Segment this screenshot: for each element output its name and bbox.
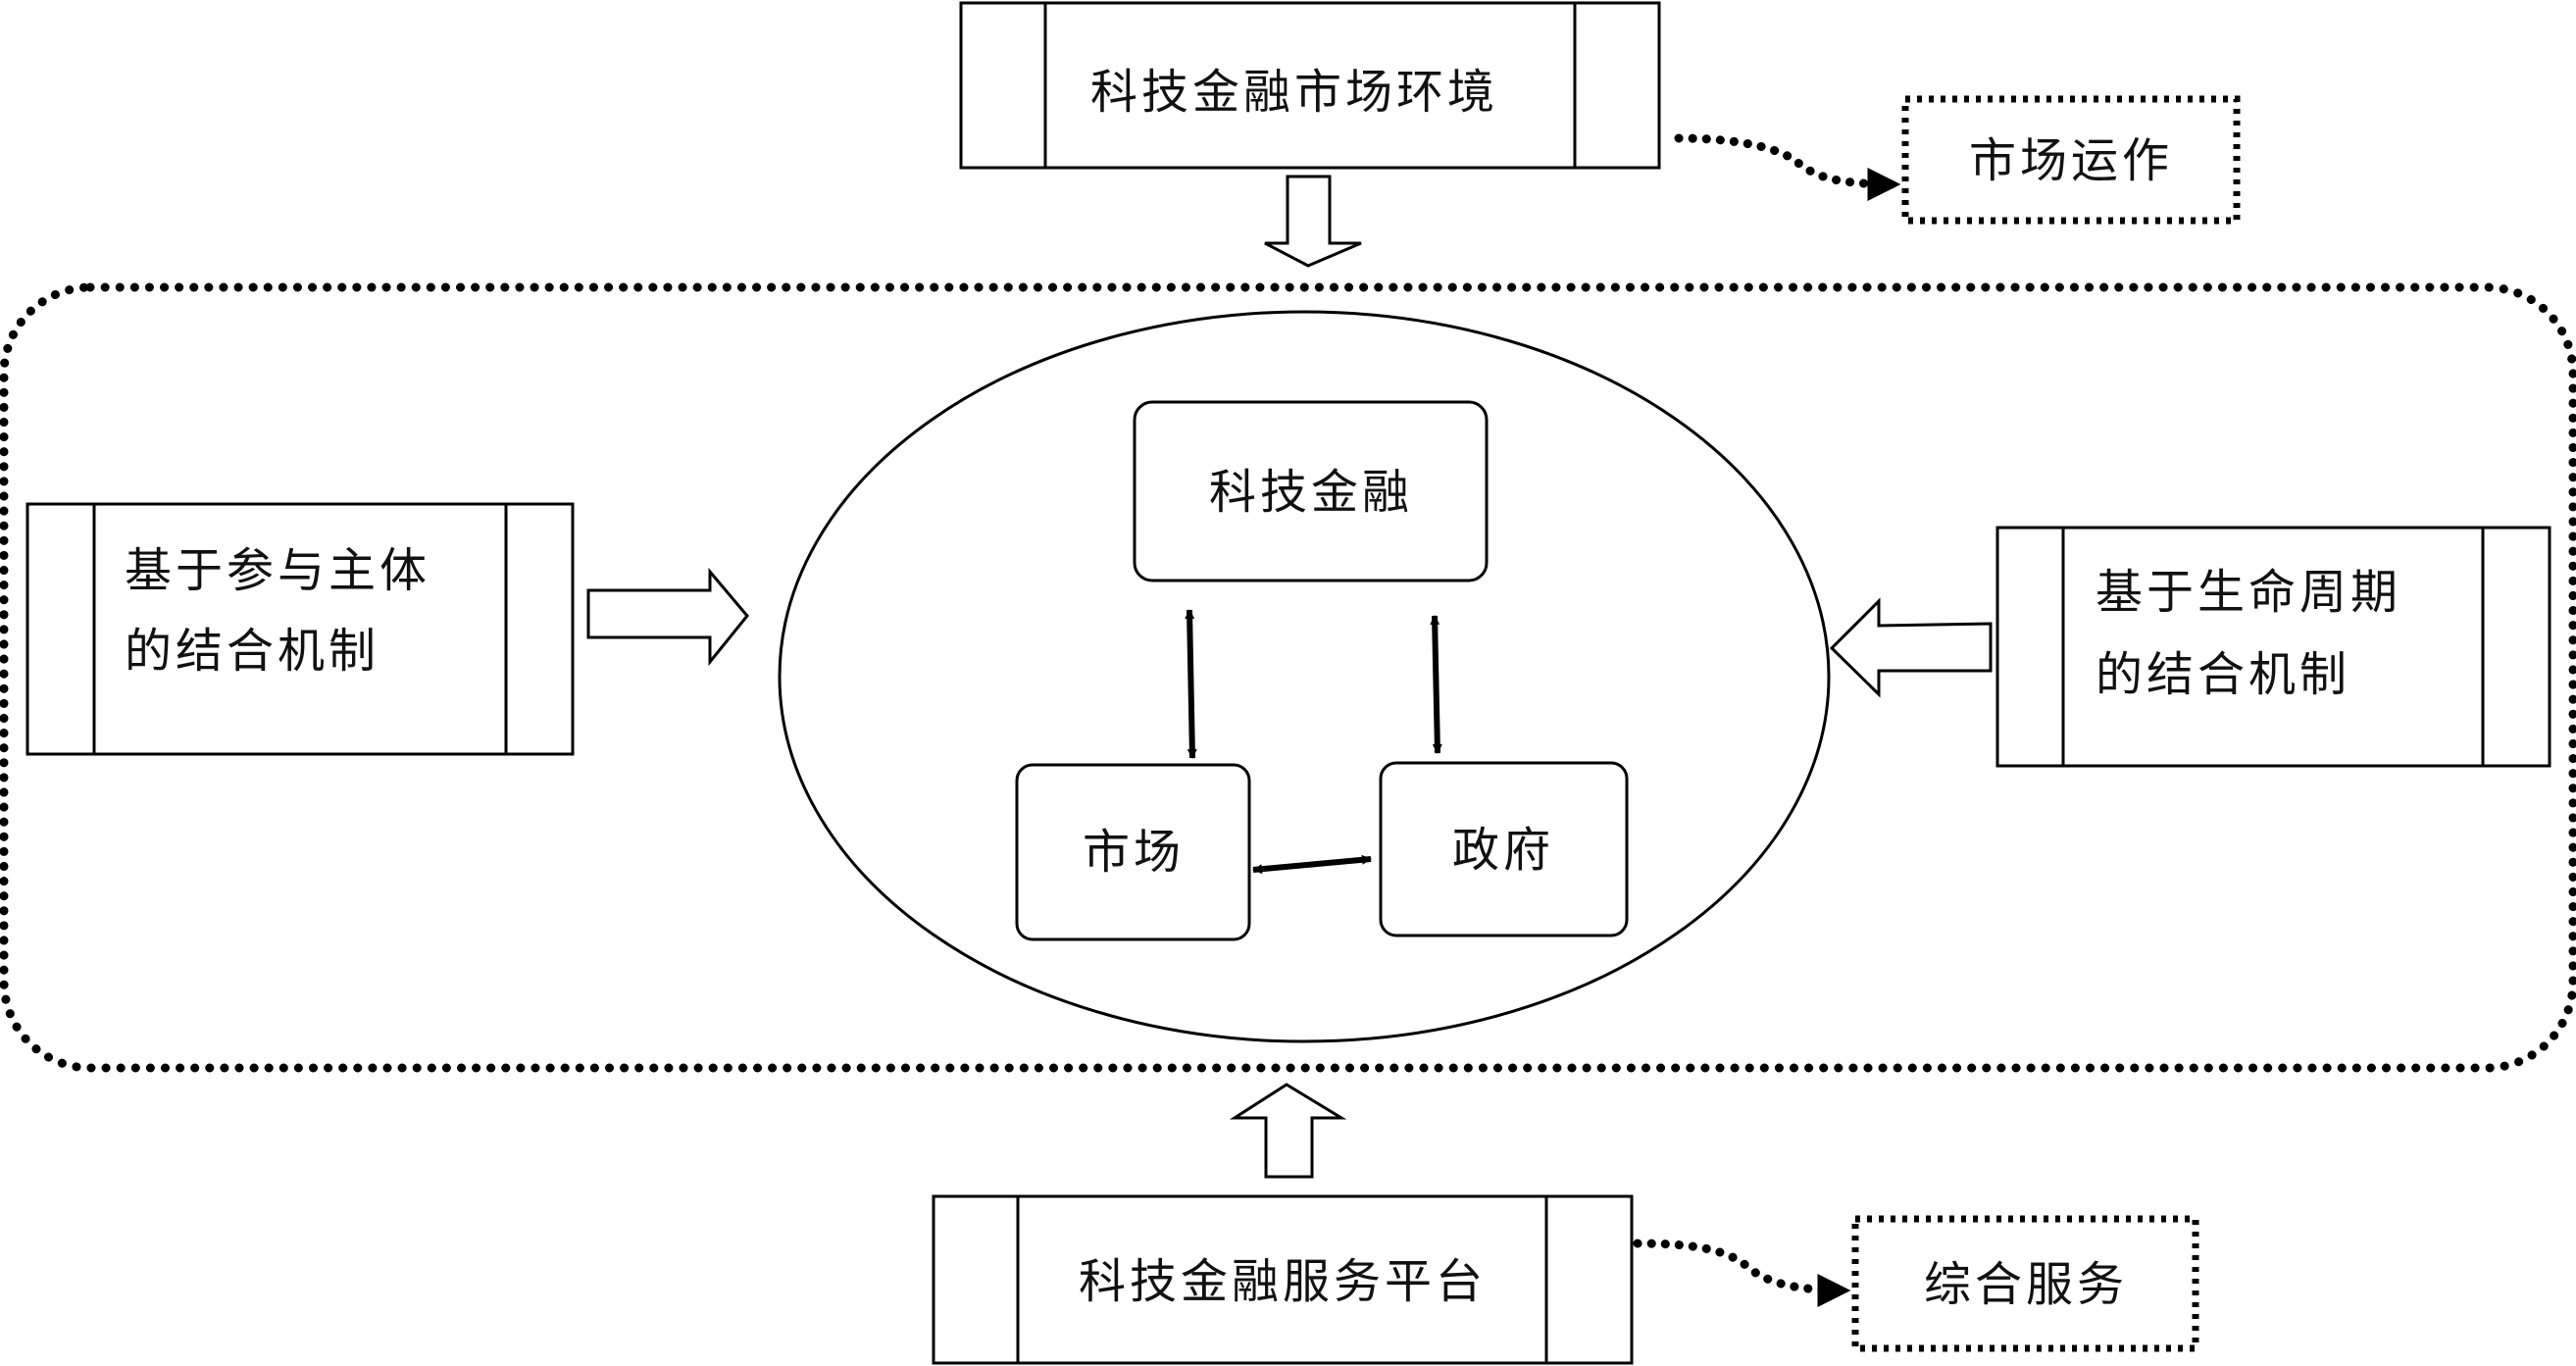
service-platform-box: 科技金融服务平台 xyxy=(932,1194,1634,1365)
down-hollow-arrow xyxy=(1264,175,1362,268)
lifecycle-mechanism-line2: 的结合机制 xyxy=(2096,647,2350,702)
government-box xyxy=(1379,761,1629,937)
tech-finance-market-arrow xyxy=(1185,609,1197,759)
lifecycle-mechanism-box: 基于生命周期 的结合机制 xyxy=(1995,526,2551,768)
market-box xyxy=(1015,763,1251,941)
market-environment-label: 科技金融市场环境 xyxy=(1090,65,1498,120)
comprehensive-service-label: 综合服务 xyxy=(1924,1257,2128,1312)
comprehensive-service-box xyxy=(1851,1215,2199,1352)
market-operation-label: 市场运作 xyxy=(1969,133,2173,188)
market-label: 市场 xyxy=(1083,825,1185,880)
market-operation-box xyxy=(1901,95,2241,225)
participant-mechanism-line1: 基于参与主体 xyxy=(125,543,430,598)
right-hollow-arrow xyxy=(586,567,749,667)
market-environment-box: 科技金融市场环境 xyxy=(959,1,1661,170)
left-hollow-arrow xyxy=(1829,597,1993,698)
dotted-arrow-to-market-operation xyxy=(1674,133,1902,201)
outer-dotted-region xyxy=(0,282,2576,1073)
participant-mechanism-box: 基于参与主体 的结合机制 xyxy=(25,502,575,756)
up-hollow-arrow xyxy=(1229,1083,1347,1179)
dotted-arrow-to-comprehensive-service xyxy=(1633,1239,1852,1307)
market-government-arrow xyxy=(1252,854,1372,875)
participant-mechanism-line2: 的结合机制 xyxy=(125,624,379,679)
tech-finance-government-arrow xyxy=(1430,615,1442,754)
lifecycle-mechanism-line1: 基于生命周期 xyxy=(2096,565,2401,620)
government-label: 政府 xyxy=(1452,823,1554,878)
tech-finance-label: 科技金融 xyxy=(1209,465,1413,520)
tech-finance-box xyxy=(1133,400,1489,582)
core-ellipse xyxy=(778,310,1831,1043)
service-platform-label: 科技金融服务平台 xyxy=(1079,1254,1487,1309)
